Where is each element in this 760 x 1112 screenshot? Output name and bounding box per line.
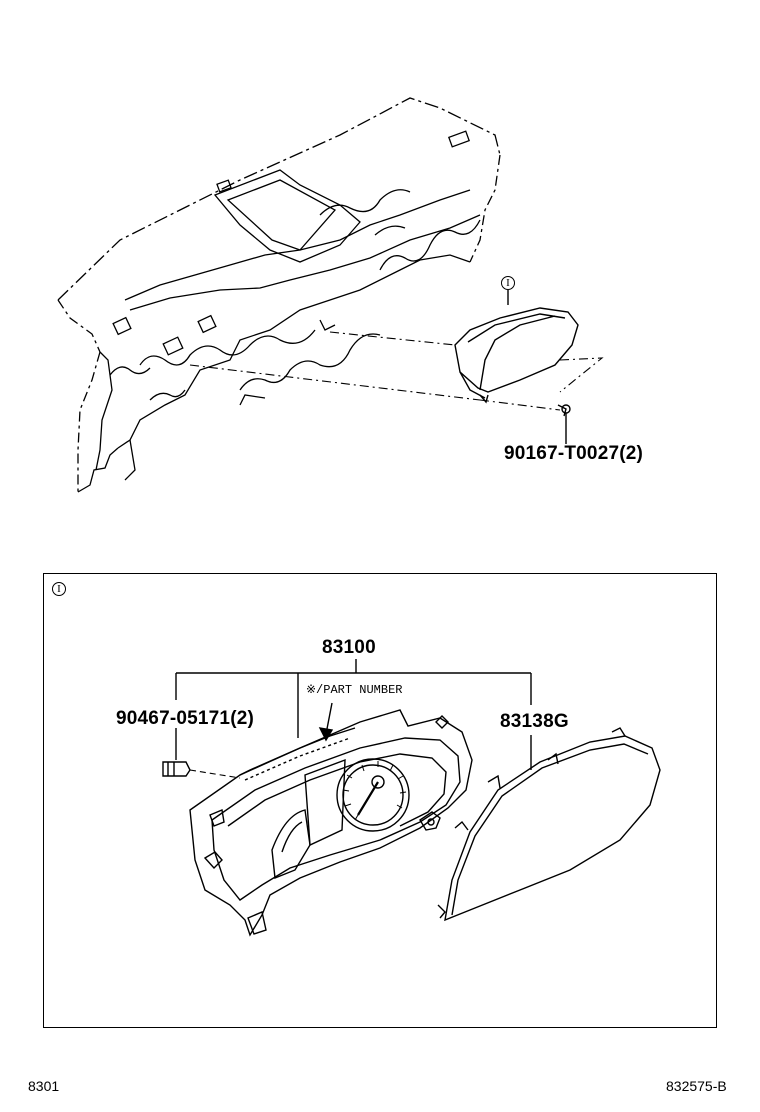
assembly-part-label[interactable]: 83100 <box>322 637 376 658</box>
meter-glass-drawing <box>437 727 661 922</box>
assembly-leader <box>175 659 532 770</box>
part-number-note: ※/PART NUMBER <box>306 683 403 697</box>
alignment-lines <box>189 331 604 411</box>
page-code: 8301 <box>28 1078 60 1094</box>
glass-part-label[interactable]: 83138G <box>500 711 569 732</box>
screw-part-label[interactable]: 90167-T0027(2) <box>504 443 644 464</box>
detail-marker-icon: I <box>52 582 66 596</box>
combination-meter-drawing <box>189 709 473 937</box>
bulb-socket-icon <box>162 761 241 779</box>
screw-icon <box>557 404 571 444</box>
bulb-part-label[interactable]: 90467-05171(2) <box>116 708 255 729</box>
dashboard-outline <box>57 97 501 493</box>
callout-marker-icon: I <box>501 276 515 290</box>
cluster-on-dash <box>454 290 579 404</box>
detail-box <box>43 573 717 1028</box>
figure-code: 832575-B <box>666 1078 727 1094</box>
